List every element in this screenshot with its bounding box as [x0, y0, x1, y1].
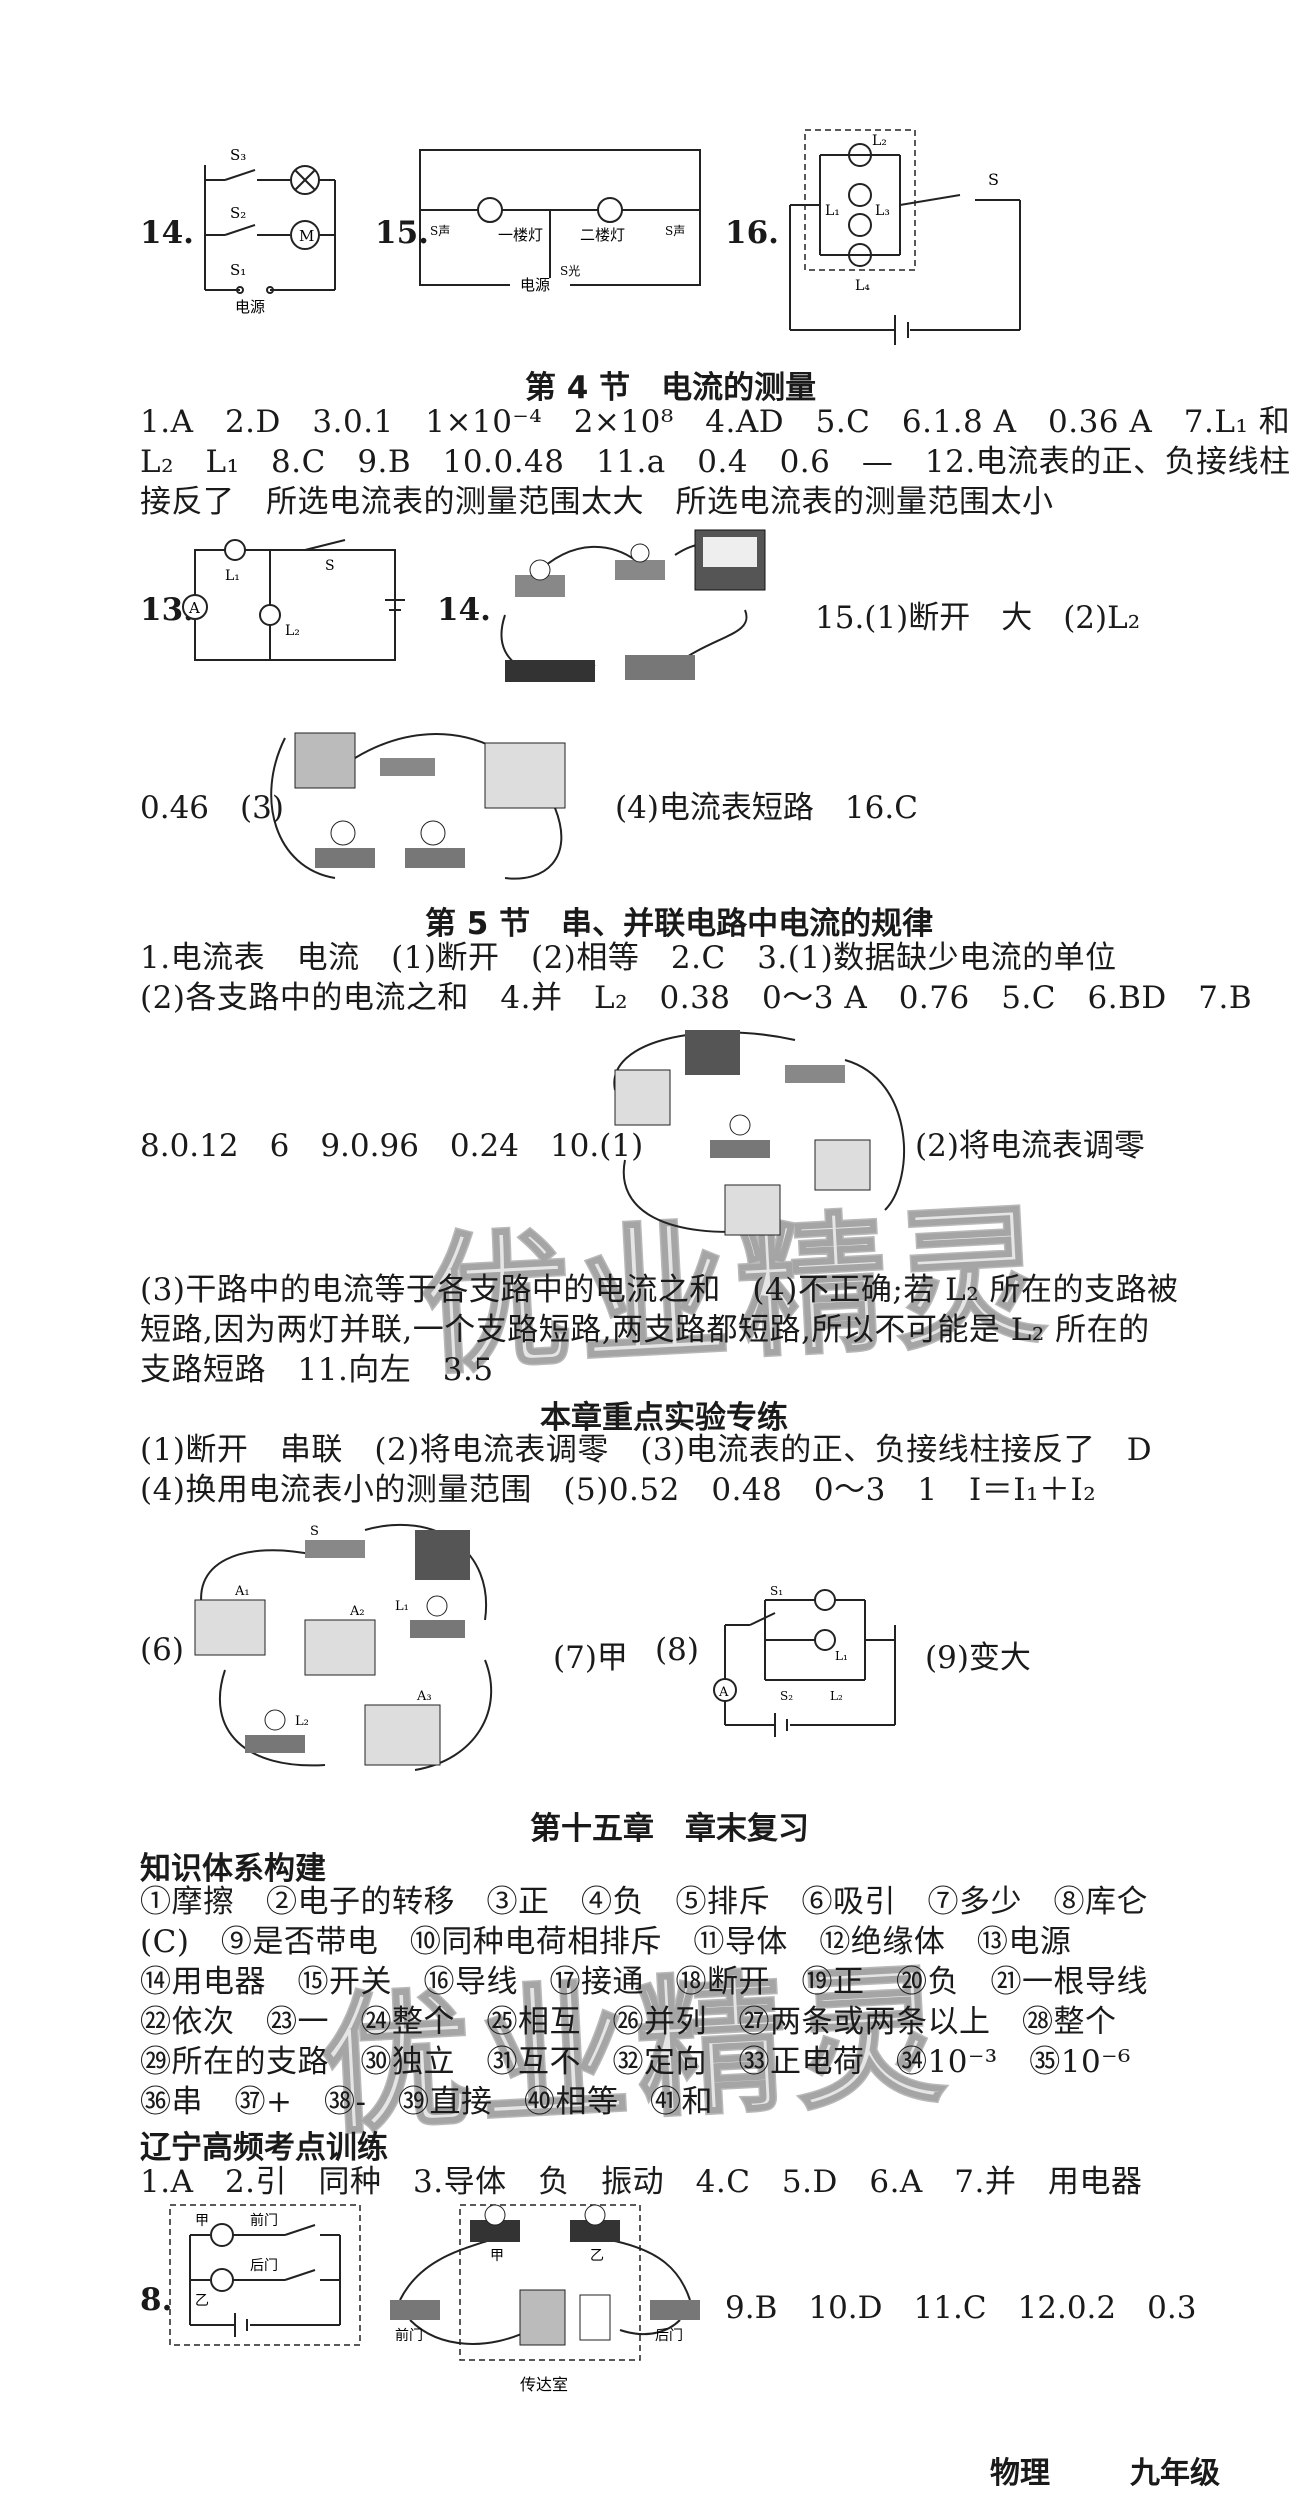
lamp-label: 一楼灯 [498, 226, 543, 244]
wiring-illustration [270, 732, 566, 880]
door-label: 前门 [250, 2212, 278, 2229]
answer-line: 1.A 2.D 3.0.1 1×10⁻⁴ 2×10⁸ 4.AD 5.C 6.1.… [140, 404, 1291, 440]
lamp-label: L₁ [835, 1649, 848, 1663]
switch-label: S声 [430, 224, 450, 238]
lamp-label: L₁ [395, 1599, 409, 1614]
subsection-title: 辽宁高频考点训练 [140, 2130, 388, 2166]
circuit-diagram-8: A S₁ S₂ L₁ L₂ [713, 1584, 896, 1737]
answer-text: (2)将电流表调零 [915, 1128, 1145, 1164]
lamp-label: L₂ [872, 133, 887, 149]
door-label: 后门 [655, 2328, 683, 2344]
section-title: 本章重点实验专练 [540, 1400, 788, 1436]
room-label: 传达室 [520, 2375, 568, 2394]
answer-line: 1.电流表 电流 (1)断开 (2)相等 2.C 3.(1)数据缺少电流的单位 [140, 940, 1117, 976]
answer-line: ⑭用电器 ⑮开关 ⑯导线 ⑰接通 ⑱断开 ⑲正 ⑳负 ㉑一根导线 [140, 1964, 1148, 2000]
answer-line: 接反了 所选电流表的测量范围太大 所选电流表的测量范围太小 [140, 484, 1054, 520]
lamp-label: L₄ [855, 278, 870, 294]
answer-line: (2)各支路中的电流之和 4.并 L₂ 0.38 0～3 A 0.76 5.C … [140, 980, 1253, 1016]
answer-line: ①摩擦 ②电子的转移 ③正 ④负 ⑤排斥 ⑥吸引 ⑦多少 ⑧库仑 [140, 1884, 1148, 1920]
switch-label: S₂ [230, 204, 246, 222]
answer-text: (4)电流表短路 16.C [615, 790, 918, 826]
question-number: 16. [725, 215, 779, 251]
circuit-diagram-16: L₂ L₁ L₃ L₄ S [789, 129, 1021, 345]
question-number: 8. [140, 2282, 173, 2318]
answer-text: (6) [140, 1632, 184, 1668]
subsection-title: 知识体系构建 [140, 1851, 326, 1887]
switch-label: S [325, 558, 335, 574]
lamp-label: 甲 [195, 2213, 209, 2229]
footer-subject: 物理 [990, 2456, 1050, 2491]
switch-label: S₂ [780, 1689, 793, 1703]
switch-label: S声 [665, 224, 685, 238]
answer-line: (C) ⑨是否带电 ⑩同种电荷相排斥 ⑪导体 ⑫绝缘体 ⑬电源 [140, 1924, 1072, 1960]
question-number: 14. [437, 592, 491, 628]
circuit-diagram-doorbell: 甲 前门 后门 乙 [169, 2204, 361, 2346]
answer-text: (9)变大 [925, 1640, 1031, 1676]
answer-line: ㊱串 ㊲+ ㊳- ㊴直接 ㊵相等 ㊶和 [140, 2084, 713, 2120]
lamp-label: 乙 [590, 2248, 604, 2264]
circuit-diagram-14: M S₃ S₂ S₁ 电源 [204, 146, 336, 316]
lamp-label: 二楼灯 [580, 226, 625, 244]
lamp-label: L₃ [875, 203, 890, 219]
answer-line: 1.A 2.引 同种 3.导体 负 振动 4.C 5.D 6.A 7.并 用电器 [140, 2164, 1143, 2200]
lamp-label: L₁ [825, 203, 840, 219]
section-title: 第 4 节 电流的测量 [525, 370, 817, 406]
footer-grade: 九年级 [1130, 2456, 1220, 2491]
question-number: 14. [140, 215, 194, 251]
answer-text: 9.B 10.D 11.C 12.0.2 0.3 [725, 2290, 1197, 2326]
answer-line: 短路,因为两灯并联,一个支路短路,两支路都短路,所以不可能是 L₂ 所在的 [140, 1312, 1150, 1348]
circuit-diagram-15: 一楼灯 二楼灯 S声 S声 S光 电源 [419, 149, 701, 294]
lamp-label: L₂ [295, 1714, 309, 1729]
motor-label: M [299, 227, 314, 245]
door-label: 前门 [395, 2327, 423, 2344]
source-label: 电源 [235, 298, 265, 316]
answer-text: 8.0.12 6 9.0.96 0.24 10.(1) [140, 1128, 644, 1164]
switch-label: S₃ [230, 146, 246, 164]
switch-label: S₁ [230, 261, 246, 279]
lamp-label: L₂ [285, 623, 300, 639]
answer-line: (4)换用电流表小的测量范围 (5)0.52 0.48 0～3 1 I＝I₁＋I… [140, 1472, 1097, 1508]
lamp-label: 甲 [490, 2248, 504, 2264]
section-title: 第 5 节 串、并联电路中电流的规律 [425, 906, 934, 942]
lamp-label: L₁ [225, 568, 240, 584]
answer-text: (8) [655, 1632, 699, 1668]
switch-label: S [310, 1524, 319, 1539]
circuit-diagram-13: A L₁ L₂ S [182, 539, 405, 661]
ammeter-label: A [188, 599, 200, 617]
answer-text: 15.(1)断开 大 (2)L₂ [815, 600, 1141, 636]
wiring-illustration [613, 1030, 906, 1236]
lamp-label: 乙 [195, 2293, 209, 2309]
wiring-illustration [500, 529, 766, 682]
ammeter-label: A₃ [416, 1689, 432, 1704]
answer-line: L₂ L₁ 8.C 9.B 10.0.48 11.a 0.4 0.6 — 12.… [140, 444, 1291, 480]
answer-line: 支路短路 11.向左 3.5 [140, 1352, 494, 1388]
section-title: 第十五章 章末复习 [530, 1811, 809, 1847]
lamp-label: L₂ [830, 1689, 843, 1703]
answer-text: 0.46 (3) [140, 790, 284, 826]
ammeter-label: A [718, 1685, 729, 1700]
source-label: 电源 [520, 276, 550, 294]
answer-line: (1)断开 串联 (2)将电流表调零 (3)电流表的正、负接线柱接反了 D [140, 1432, 1153, 1468]
switch-label: S光 [560, 264, 580, 278]
ammeter-label: A₂ [349, 1604, 365, 1619]
wiring-illustration: A₁ A₂ A₃ L₁ L₂ S [194, 1523, 493, 1771]
answer-text: (7)甲 [553, 1640, 628, 1676]
answer-line: (3)干路中的电流等于各支路中的电流之和 (4)不正确;若 L₂ 所在的支路被 [140, 1272, 1179, 1308]
ammeter-label: A₁ [234, 1584, 250, 1599]
switch-label: S [988, 170, 999, 189]
switch-label: S₁ [770, 1584, 783, 1598]
wiring-illustration: 甲 乙 前门 后门 传达室 [390, 2204, 700, 2394]
answer-line: ㉒依次 ㉓一 ㉔整个 ㉕相互 ㉖并列 ㉗两条或两条以上 ㉘整个 [140, 2004, 1117, 2040]
door-label: 后门 [250, 2258, 278, 2274]
answer-line: ㉙所在的支路 ㉚独立 ㉛互不 ㉜定向 ㉝正电荷 ㉞10⁻³ ㉟10⁻⁶ [140, 2044, 1131, 2080]
